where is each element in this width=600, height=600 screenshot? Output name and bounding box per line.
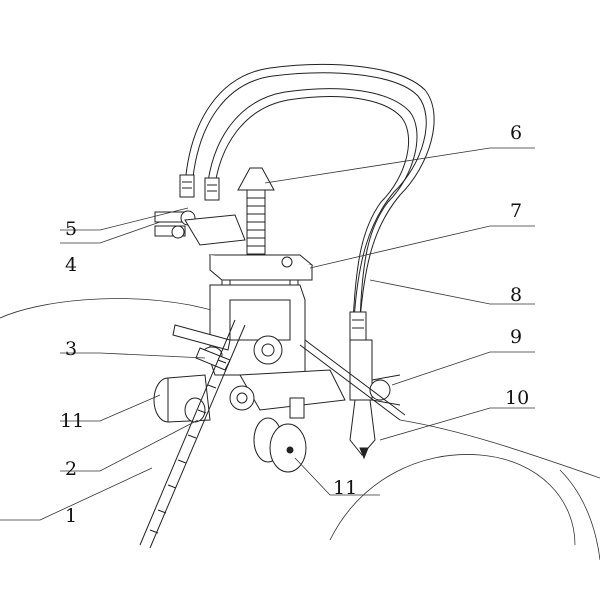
carriage-body	[209, 284, 346, 411]
label-4: 4	[65, 254, 77, 276]
label-8: 8	[510, 284, 522, 306]
valve-assembly-left	[154, 210, 246, 246]
label-11-right: 11	[333, 477, 357, 499]
hose-fittings	[179, 174, 367, 341]
label-7: 7	[510, 200, 522, 222]
handle	[172, 324, 231, 371]
label-3: 3	[65, 338, 77, 360]
label-1: 1	[65, 505, 77, 527]
label-11-left: 11	[60, 410, 84, 432]
right-wheel	[253, 397, 307, 473]
chain	[139, 319, 406, 549]
leader-lines	[0, 147, 535, 521]
label-9: 9	[510, 326, 522, 348]
gas-hoses	[184, 64, 435, 323]
cutting-torch	[349, 339, 401, 460]
label-10: 10	[505, 387, 529, 409]
label-6: 6	[510, 122, 522, 144]
drive-sprocket	[229, 385, 255, 411]
label-5: 5	[65, 218, 77, 240]
label-2: 2	[65, 458, 77, 480]
adjusting-knob	[237, 167, 275, 261]
